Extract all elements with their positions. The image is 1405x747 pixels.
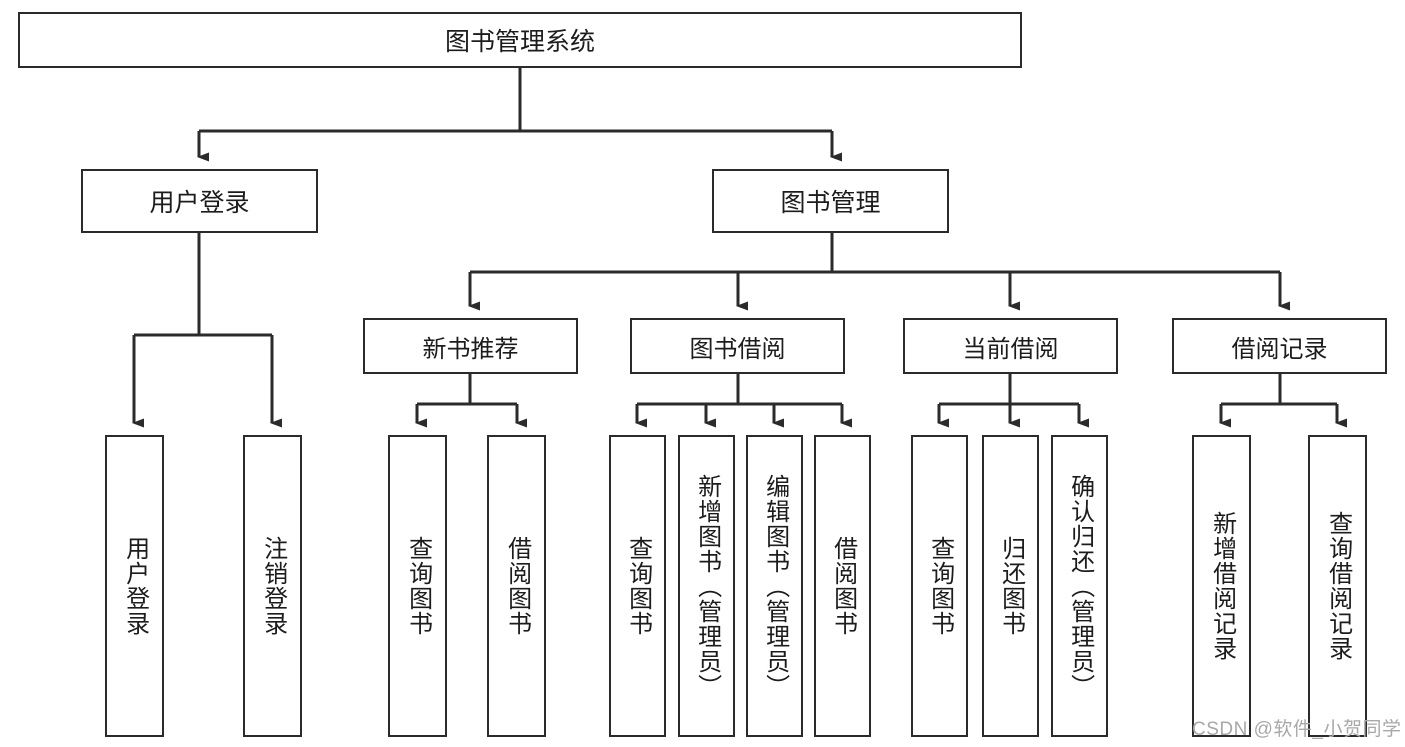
node-leaf-return-book[interactable]: 归还图书 <box>982 435 1039 737</box>
node-leaf-logout-login[interactable]: 注销登录 <box>243 435 302 737</box>
node-leaf-add-borrow-record[interactable]: 新增借阅记录 <box>1192 435 1251 737</box>
node-new-book-recommend-label: 新书推荐 <box>422 335 519 363</box>
node-leaf-edit-book[interactable]: 编辑图书（管理员） <box>746 435 803 737</box>
node-root[interactable]: 图书管理系统 <box>18 12 1022 68</box>
node-leaf-add-book[interactable]: 新增图书（管理员） <box>678 435 735 737</box>
node-user-login[interactable]: 用户登录 <box>81 169 318 233</box>
node-borrow-record[interactable]: 借阅记录 <box>1172 318 1387 374</box>
node-user-login-label: 用户登录 <box>149 189 250 217</box>
node-leaf-query-book-2[interactable]: 查询图书 <box>609 435 666 737</box>
node-leaf-borrow-book-2-label: 借阅图书 <box>829 536 857 636</box>
node-leaf-user-login[interactable]: 用户登录 <box>105 435 164 737</box>
node-leaf-query-book-3[interactable]: 查询图书 <box>911 435 968 737</box>
node-leaf-query-book-2-label: 查询图书 <box>624 536 652 636</box>
node-leaf-confirm-return-label: 确认归还（管理员） <box>1066 473 1094 699</box>
node-leaf-logout-login-label: 注销登录 <box>259 536 287 636</box>
node-leaf-add-borrow-record-label: 新增借阅记录 <box>1208 511 1236 661</box>
node-leaf-edit-book-label: 编辑图书（管理员） <box>761 473 789 699</box>
node-leaf-query-book-1-label: 查询图书 <box>404 536 432 636</box>
node-new-book-recommend[interactable]: 新书推荐 <box>363 318 578 374</box>
node-book-borrow-label: 图书借阅 <box>689 335 786 363</box>
node-leaf-query-book-3-label: 查询图书 <box>926 536 954 636</box>
node-leaf-query-book-1[interactable]: 查询图书 <box>388 435 447 737</box>
node-leaf-borrow-book-2[interactable]: 借阅图书 <box>814 435 871 737</box>
node-leaf-query-borrow-record[interactable]: 查询借阅记录 <box>1308 435 1367 737</box>
node-leaf-confirm-return[interactable]: 确认归还（管理员） <box>1051 435 1108 737</box>
node-leaf-query-borrow-record-label: 查询借阅记录 <box>1324 511 1352 661</box>
node-book-manage[interactable]: 图书管理 <box>712 169 949 233</box>
node-root-label: 图书管理系统 <box>444 28 595 56</box>
node-current-borrow[interactable]: 当前借阅 <box>903 318 1118 374</box>
node-leaf-borrow-book-1[interactable]: 借阅图书 <box>487 435 546 737</box>
node-current-borrow-label: 当前借阅 <box>962 335 1059 363</box>
node-book-borrow[interactable]: 图书借阅 <box>630 318 845 374</box>
node-leaf-return-book-label: 归还图书 <box>997 536 1025 636</box>
node-borrow-record-label: 借阅记录 <box>1231 335 1328 363</box>
node-book-manage-label: 图书管理 <box>780 189 881 217</box>
node-leaf-add-book-label: 新增图书（管理员） <box>693 473 721 699</box>
node-leaf-user-login-label: 用户登录 <box>121 536 149 636</box>
node-leaf-borrow-book-1-label: 借阅图书 <box>503 536 531 636</box>
csdn-watermark: CSDN @软件_小贺同学 <box>1192 719 1402 740</box>
